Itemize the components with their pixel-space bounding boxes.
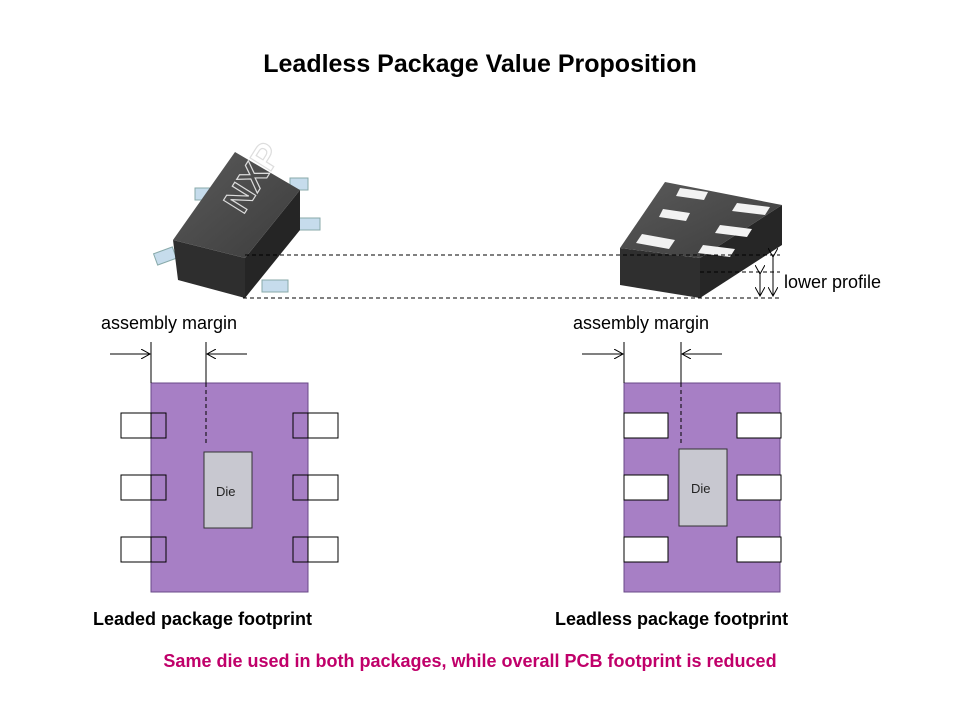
leaded-footprint-label: Leaded package footprint — [93, 609, 313, 629]
profile-arrows — [760, 257, 773, 296]
leadless-die — [678, 448, 728, 527]
leadless-chip-image — [620, 182, 782, 298]
leaded-die-label: Die — [216, 484, 236, 499]
leaded-chip-image: NXP — [152, 135, 321, 298]
slide-title: Leadless Package Value Proposition — [263, 50, 697, 78]
leadless-die-label: Die — [691, 481, 711, 496]
lower-profile-label: lower profile — [784, 272, 882, 292]
profile-guide-lines — [243, 254, 780, 299]
summary-note: Same die used in both packages, while ov… — [163, 651, 777, 671]
leadless-footprint — [582, 342, 782, 593]
leaded-die — [203, 451, 253, 529]
leadless-footprint-label: Leadless package footprint — [555, 609, 789, 629]
leadless-assembly-margin-label: assembly margin — [573, 313, 710, 333]
leaded-footprint — [110, 342, 339, 593]
leaded-assembly-margin-label: assembly margin — [101, 313, 238, 333]
